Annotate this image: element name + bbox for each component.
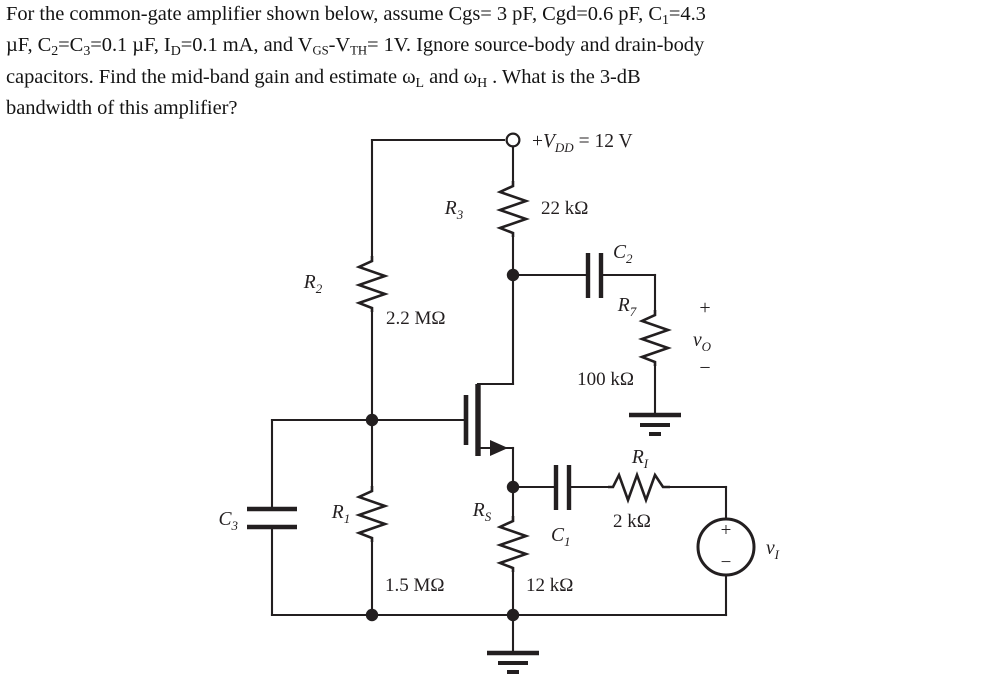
mosfet-source-arrow-icon [490,440,508,456]
output-voltage-label: vO [693,330,712,354]
output-minus-sign: − [699,357,710,379]
resistor-r2-body [355,256,389,312]
resistor-r1-body [355,486,389,542]
ground-symbol-output [629,412,681,436]
mosfet-transistor [463,384,515,456]
problem-line-3-text-a: capacitors. Find the mid-band gain and e… [6,65,416,88]
resistor-r7-label: R7 [617,295,637,319]
resistor-r3-label: R3 [444,198,464,222]
resistor-ri-label: RI [631,447,649,471]
resistor-r1 [355,486,389,542]
voltage-source-input: + − [696,517,756,577]
node-dot-ground [506,608,520,622]
voltage-source-label: vI [766,538,780,562]
capacitor-c3-label: C3 [218,509,238,533]
problem-line-2-text-e: -V [328,34,351,57]
resistor-rs-value: 12 kΩ [526,575,573,596]
voltage-source-plus-sign: + [721,520,732,541]
resistor-ri-value: 2 kΩ [613,511,651,532]
problem-line-3-text-c: . What is the 3-dB [487,65,641,88]
ground-symbol-main [487,650,539,674]
resistor-r7-value: 100 kΩ [577,369,634,390]
resistor-r7-body [638,310,672,366]
problem-line-1-text-a: For the common-gate amplifier shown belo… [6,3,662,25]
resistor-rs-body [496,516,530,572]
problem-line-2-sub-3: D [170,44,181,60]
resistor-rs-label: RS [472,500,492,524]
resistor-r3-value: 22 kΩ [541,198,588,219]
capacitor-c2 [585,253,604,298]
problem-line-2-text-f: = 1V. Ignore source-body and drain-body [367,34,705,57]
voltage-source-minus-sign: − [721,552,732,573]
capacitor-c1-label: C1 [551,525,571,549]
node-dot-bottom-left [365,608,379,622]
problem-line-2: µF, C2=C3=0.1 µF, ID=0.1 mA, and VGS-VTH… [6,33,990,64]
resistor-r2-label: R2 [303,272,323,296]
problem-line-3-sub-1: L [415,75,425,91]
output-plus-sign: + [699,297,710,319]
resistor-r1-label: R1 [331,502,350,526]
problem-line-4: bandwidth of this amplifier? [6,97,238,120]
problem-line-2-sub-4: GS [312,43,329,58]
problem-line-2-sub-5: TH [350,43,368,58]
circuit-diagram: R3 22 kΩ R2 2.2 MΩ R1 1.5 MΩ RS 12 kΩ [0,118,996,692]
resistor-ri-body [608,471,670,504]
problem-line-2-sub-2: 3 [83,44,91,60]
node-dot-gate [365,413,379,427]
resistor-ri [608,471,670,504]
resistor-r3-body [496,181,530,237]
problem-line-3: capacitors. Find the mid-band gain and e… [6,65,990,96]
problem-line-2-text-c: =0.1 µF, I [90,34,171,57]
resistor-r2-value: 2.2 MΩ [386,308,446,329]
resistor-r3 [496,181,530,237]
capacitor-c3 [247,506,297,530]
problem-line-2-text-d: =0.1 mA, and V [180,34,313,57]
problem-line-2-text-b: =C [58,34,84,57]
resistor-r2 [355,256,389,312]
resistor-rs [496,516,530,572]
resistor-r7 [638,310,672,366]
problem-line-1: For the common-gate amplifier shown belo… [6,2,990,33]
vdd-terminal-icon [505,132,521,148]
node-dot-source [506,480,520,494]
circuit-svg: R3 22 kΩ R2 2.2 MΩ R1 1.5 MΩ RS 12 kΩ [218,131,780,674]
capacitor-c1 [553,465,572,510]
problem-line-1-text-b: =4.3 [668,3,706,25]
resistor-r1-value: 1.5 MΩ [385,575,445,596]
node-dot-drain [506,268,520,282]
problem-line-3-sub-2: H [477,75,488,91]
capacitor-c2-label: C2 [613,242,633,266]
vdd-label: +VDD = 12 V [532,131,633,155]
voltage-source-circle [696,517,756,577]
problem-line-1-sub: 1 [661,12,669,28]
problem-statement: For the common-gate amplifier shown belo… [6,2,990,122]
problem-line-3-text-b: and ω [424,65,478,88]
problem-line-2-sub-1: 2 [51,44,59,60]
problem-line-2-text-a: µF, C [6,34,52,57]
